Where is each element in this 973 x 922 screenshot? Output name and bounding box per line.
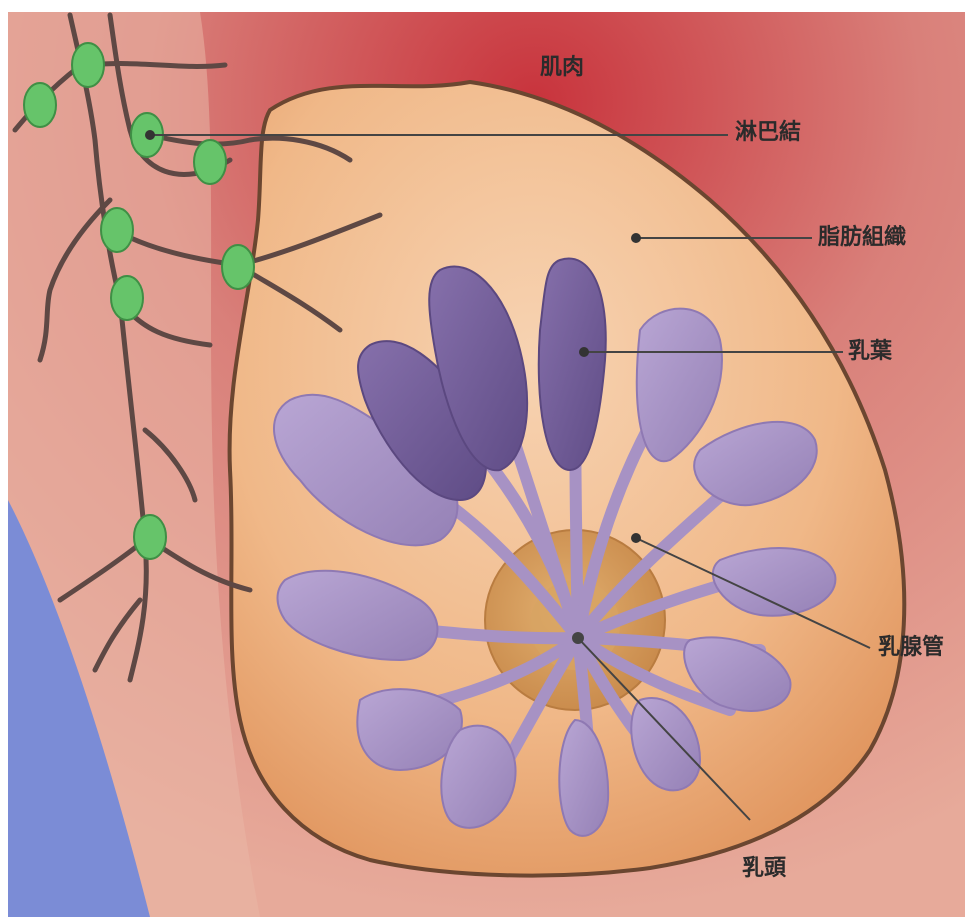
label-lobule: 乳葉 xyxy=(848,341,892,363)
label-milk-duct: 乳腺管 xyxy=(878,637,944,659)
label-muscle: 肌肉 xyxy=(540,57,584,79)
label-lymph-node: 淋巴結 xyxy=(735,122,801,144)
label-nipple: 乳頭 xyxy=(742,858,786,880)
label-fat-tissue: 脂肪組織 xyxy=(818,227,906,249)
